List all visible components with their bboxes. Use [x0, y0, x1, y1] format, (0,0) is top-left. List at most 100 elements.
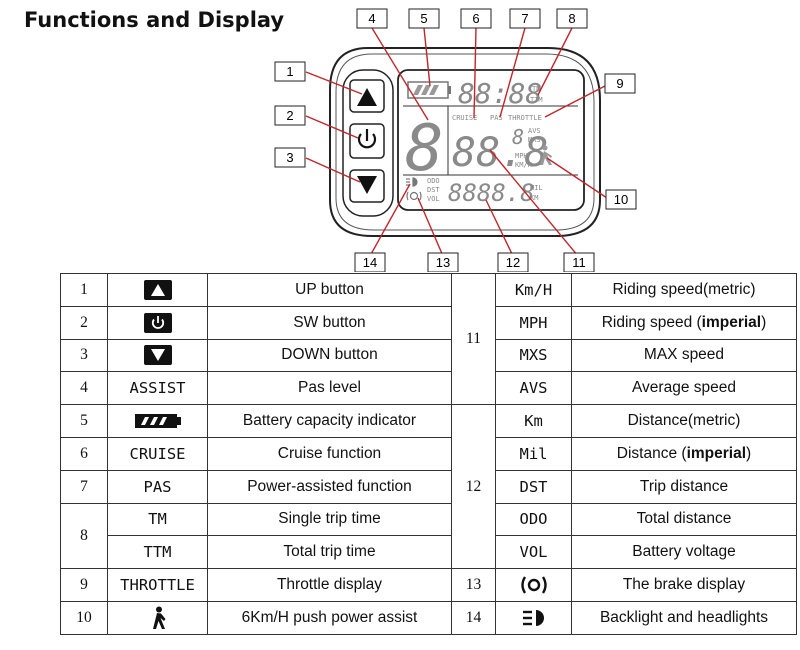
- table-row: 2 SW button MPH Riding speed (imperial): [60, 305, 797, 340]
- lcd-tm-label: TM: [532, 85, 540, 93]
- row-symbol: PAS: [107, 469, 208, 504]
- row-symbol: [107, 338, 208, 373]
- row-number: 8: [60, 502, 108, 570]
- row-symbol: TTM: [107, 535, 208, 570]
- lcd-assist-digit: 8: [405, 112, 444, 186]
- row-symbol: [107, 305, 208, 340]
- callout-13: 13: [427, 252, 459, 272]
- row-description: Pas level: [207, 371, 452, 406]
- row-description: Total trip time: [207, 535, 452, 570]
- row-description: Trip distance: [571, 469, 797, 504]
- callout-2: 2: [274, 105, 306, 126]
- lcd-kmh-label: KM/H: [515, 161, 532, 169]
- power-icon: [357, 129, 377, 149]
- row-symbol: THROTTLE: [107, 568, 208, 602]
- row-description: Single trip time: [207, 502, 452, 537]
- callout-3: 3: [274, 147, 306, 168]
- svg-text:12: 12: [506, 255, 520, 270]
- table-row: TTM Total trip time VOL Battery voltage: [61, 535, 797, 570]
- row-description: Backlight and headlights: [571, 600, 797, 635]
- lcd-ttm-label: TTM: [530, 96, 543, 104]
- table-row: 5 Battery capacity indicator 12 Km Dista…: [60, 404, 797, 570]
- callout-4: 4: [356, 8, 388, 29]
- row-description: Riding speed (imperial): [571, 305, 797, 340]
- callout-5: 5: [408, 8, 440, 29]
- lcd-mil-label: MIL: [530, 184, 543, 192]
- group-number: 11: [451, 272, 496, 406]
- row-symbol: ASSIST: [107, 371, 208, 406]
- callout-7: 7: [509, 8, 541, 29]
- lcd-pas-label: PAS: [490, 114, 503, 122]
- table-row: 9 THROTTLE Throttle display 13 The brake…: [60, 568, 797, 602]
- svg-text:13: 13: [436, 255, 450, 270]
- svg-text:1: 1: [286, 64, 293, 79]
- row-description: Total distance: [571, 502, 797, 537]
- lcd-vol-label: VOL: [427, 195, 440, 203]
- row-code: [495, 568, 572, 602]
- row-description: Average speed: [571, 371, 797, 406]
- row-code: MPH: [495, 305, 572, 340]
- row-code: Mil: [495, 436, 572, 471]
- svg-text:3: 3: [286, 150, 293, 165]
- lcd-walking-person-icon: [540, 145, 552, 165]
- row-symbol: [107, 273, 208, 307]
- table-row: 1 UP button 11 Km/H Riding speed(metric): [60, 272, 797, 406]
- up-arrow-icon: [357, 88, 377, 106]
- svg-text:14: 14: [363, 255, 377, 270]
- callout-14: 14: [354, 252, 386, 272]
- svg-text:2: 2: [286, 108, 293, 123]
- callout-9: 9: [604, 73, 636, 94]
- function-table: 1 UP button 11 Km/H Riding speed(metric)…: [60, 272, 797, 635]
- group-number: 14: [451, 600, 496, 635]
- down-arrow-icon: [143, 345, 172, 366]
- device-diagram: 88:88 TM TTM CRUISE PAS THROTTLE 8 88.8 …: [274, 8, 637, 272]
- table-row: 7 PAS Power-assisted function DST Trip d…: [60, 469, 797, 504]
- svg-text:6: 6: [472, 11, 479, 26]
- row-description: DOWN button: [207, 338, 452, 373]
- svg-text:5: 5: [420, 11, 427, 26]
- row-number: 3: [60, 338, 108, 373]
- svg-text:4: 4: [368, 11, 375, 26]
- row-number: 4: [60, 371, 108, 406]
- callout-12: 12: [497, 252, 529, 272]
- lcd-odo-label: ODO: [427, 177, 440, 185]
- row-number: 7: [60, 469, 108, 504]
- row-number: 9: [60, 568, 108, 602]
- lcd-km-label: KM: [530, 194, 538, 202]
- device-shell: [329, 47, 601, 237]
- row-symbol: [107, 404, 208, 438]
- lcd-throttle-label: THROTTLE: [508, 114, 542, 122]
- table-row: 10 6Km/H push power assist 14 Backlight …: [60, 600, 797, 635]
- button-pad: [342, 69, 394, 217]
- row-code: VOL: [495, 535, 572, 570]
- row-description: MAX speed: [571, 338, 797, 373]
- row-code: Km/H: [495, 273, 572, 307]
- table-row: 8 TM Single trip time ODO Total distance: [60, 502, 797, 570]
- row-symbol: [107, 600, 208, 635]
- row-number: 6: [60, 436, 108, 471]
- row-description: Distance(metric): [571, 404, 797, 438]
- row-code: Km: [495, 404, 572, 438]
- lcd-speed-digits: 88.8: [452, 130, 548, 176]
- row-description: Distance (imperial): [571, 436, 797, 471]
- callout-10: 10: [605, 189, 637, 210]
- row-number: 1: [60, 273, 108, 307]
- row-description: UP button: [207, 273, 452, 307]
- row-description: Battery voltage: [571, 535, 797, 570]
- row-number: 2: [60, 305, 108, 340]
- brake-icon: [520, 576, 547, 594]
- row-description: Throttle display: [207, 568, 452, 602]
- lcd-brake-icon: [406, 191, 422, 201]
- row-code: ODO: [495, 502, 572, 537]
- row-symbol: TM: [107, 502, 208, 537]
- group-number: 12: [451, 404, 496, 570]
- row-code: DST: [495, 469, 572, 504]
- battery-icon: [134, 414, 181, 429]
- row-code: MXS: [495, 338, 572, 373]
- group-number: 13: [451, 568, 496, 602]
- svg-text:10: 10: [614, 192, 628, 207]
- row-code: [495, 600, 572, 635]
- lcd-mph-label: MPH: [515, 152, 528, 160]
- table-row: 4 ASSIST Pas level AVS Average speed: [60, 371, 797, 406]
- callout-11: 11: [563, 252, 595, 272]
